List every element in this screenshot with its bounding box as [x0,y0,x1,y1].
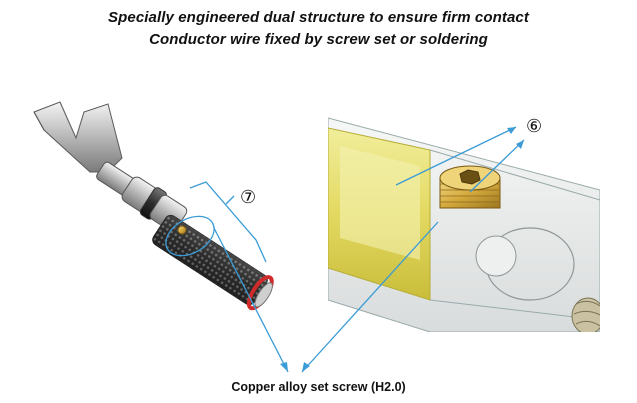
coil-fragment [571,297,600,332]
zoom-cutaway [328,110,600,332]
callout-label-7: ⑦ [240,187,256,208]
set-screw-small [177,225,187,235]
connector-neck [96,161,188,232]
gold-set-screw [439,165,501,209]
pointer-line-right [301,221,439,373]
knurled-sleeve [152,214,274,311]
spade-fork [33,101,123,173]
headline-line-2: Conductor wire fixed by screw set or sol… [149,31,488,48]
screw-highlight-ellipse [165,215,215,257]
callout-label-6: ⑥ [526,116,542,137]
headline-line-1: Specially engineered dual structure to e… [108,9,529,26]
pointer-line-left [213,227,289,373]
callout-line-6b [469,139,525,193]
set-screw-caption: Copper alloy set screw (H2.0) [231,380,406,394]
spade-connector: ⑦ [33,101,274,311]
callout-bracket-7 [189,181,267,263]
callout-line-6a [395,126,517,186]
